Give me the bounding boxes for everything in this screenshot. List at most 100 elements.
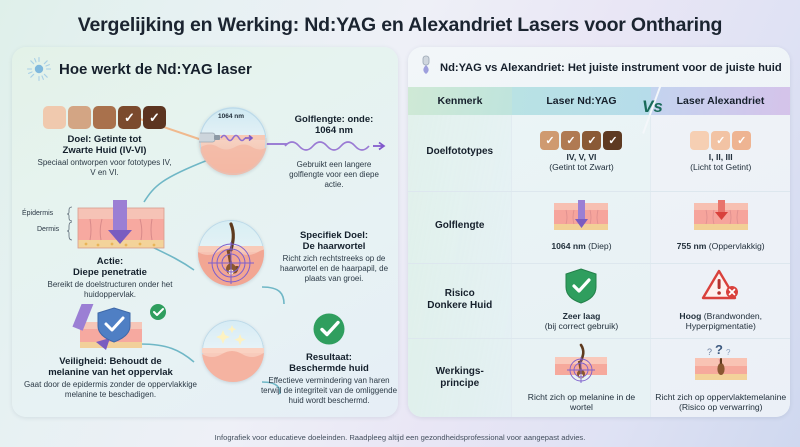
row-label-werkingsprincipe: Werkings- principe — [407, 338, 513, 417]
main-content: Hoe werkt de Nd:YAG laser ✓ — [0, 37, 800, 417]
table-row-werkingsprincipe: Werkings- principe — [407, 338, 790, 417]
node-resultaat-title-line2: Beschermde huid — [289, 363, 369, 375]
cell-ndyag-doelfototypes: ✓✓✓✓ IV, V, VI (Getint tot Zwart) — [511, 115, 652, 192]
node-doel-title-line1: Doel: Getinte tot — [67, 134, 142, 145]
green-check-circle-icon — [313, 313, 345, 345]
cell-alex-risico: Hoog (Brandwonden, Hyperpigmentatie) — [650, 263, 790, 339]
swatch-1 — [43, 106, 66, 129]
right-panel-header: Nd:YAG vs Alexandriet: Het juiste instru… — [408, 47, 790, 87]
node-golflengte: Golflengte: onde: 1064 nm Gebruikt een l… — [270, 114, 398, 190]
node-veiligheid-desc: Gaat door de epidermis zonder de oppervl… — [24, 380, 197, 400]
left-panel-title: Hoe werkt de Nd:YAG laser — [59, 60, 252, 78]
comparison-table: Kenmerk Laser Nd:YAG Laser Alexandriet D… — [407, 87, 790, 417]
node-actie-title-line2: Diepe penetratie — [73, 267, 147, 279]
mini-swatch-v: ✓ — [561, 130, 581, 150]
node-actie-title-line1: Actie: — [96, 256, 124, 267]
alex-risico-value: Hoog — [679, 310, 702, 321]
mini-swatch-iii: ✓ — [732, 130, 752, 150]
node-resultaat-title-line1: Resultaat: — [306, 352, 352, 363]
node-doel-desc: Speciaal ontworpen voor fototypes IV, V … — [37, 158, 172, 178]
phototype-swatches: ✓ ✓ — [22, 106, 187, 129]
row-label-werkingsprincipe-line2: principe — [440, 377, 480, 389]
table-row-risico: Risico Donkere Huid Zeer laag (bij corre… — [407, 263, 790, 339]
cell-alex-werkingsprincipe: ? ? ? Richt zich op oppervlaktemelani — [650, 338, 790, 417]
alex-doelfototypes-sub: (Licht tot Getint) — [690, 162, 752, 173]
column-header-kenmerk: Kenmerk — [407, 87, 512, 115]
alex-golflengte-sub: (Oppervlakkig) — [708, 241, 765, 252]
node-veiligheid-title-line2: melanine van het oppervlak — [48, 367, 173, 379]
mini-swatch-iv: ✓ — [540, 130, 560, 150]
process-diagram: ✓ ✓ Doel: Getinte tot Zwarte Huid (IV-VI… — [12, 82, 398, 412]
ndyag-risico-value: Zeer laag — [562, 310, 601, 321]
hair-follicle-illustration — [198, 220, 264, 286]
mini-swatch-ii: ✓ — [711, 130, 731, 150]
node-doel: ✓ ✓ Doel: Getinte tot Zwarte Huid (IV-VI… — [22, 106, 187, 178]
alex-golflengte-value: 755 nm — [676, 241, 707, 252]
node-actie-desc: Bereikt de doelstructuren onder het huid… — [47, 280, 173, 300]
footer-disclaimer: Infografiek voor educatieve doeleinden. … — [214, 433, 586, 442]
node-resultaat: Resultaat: Beschermde huid Effectieve ve… — [256, 312, 398, 406]
skin-penetration-diagram: Épidermis Dermis — [22, 182, 165, 249]
green-shield-check-icon — [565, 267, 597, 304]
skin-shield-diagram — [72, 295, 166, 350]
row-label-werkingsprincipe-line1: Werkings- — [435, 365, 484, 377]
table-header-row: Kenmerk Laser Nd:YAG Laser Alexandriet — [407, 87, 790, 115]
node-specifiek-doel-title-line2: De haarwortel — [302, 241, 366, 253]
cell-alex-doelfototypes: ✓✓ I, II, III (Licht tot Getint) — [650, 115, 790, 192]
left-panel-header: Hoe werkt de Nd:YAG laser — [12, 47, 398, 82]
sun-burst-icon — [26, 56, 52, 82]
row-label-risico: Risico Donkere Huid — [407, 263, 513, 339]
page-title: Vergelijking en Werking: Nd:YAG en Alexa… — [77, 14, 723, 36]
red-warning-triangle-icon — [701, 269, 738, 299]
node-doel-title-line2: Zwarte Huid (IV-VI) — [62, 145, 147, 157]
ndyag-werkingsprincipe-sub: Richt zich op melanine in de wortel — [527, 391, 636, 413]
mini-swatch-vii: ✓ — [603, 130, 623, 150]
cell-ndyag-golflengte: 1064 nm (Diep) — [511, 191, 652, 264]
svg-text:?: ? — [726, 348, 731, 357]
ndyag-doelfototypes-value: IV, V, VI — [566, 151, 597, 162]
node-specifiek-doel: Specifiek Doel: De haarwortel Richt zich… — [268, 230, 398, 284]
node-golflengte-title-line2: 1064 nm — [314, 125, 354, 137]
svg-text:?: ? — [707, 347, 712, 357]
cell-ndyag-werkingsprincipe: Richt zich op melanine in de wortel — [511, 338, 652, 417]
alex-doelfototypes-value: I, II, III — [708, 151, 733, 162]
mini-swatch-i — [690, 130, 710, 150]
swatch-2 — [68, 106, 91, 129]
column-header-ndyag: Laser Nd:YAG — [511, 87, 651, 115]
hair-follicle-target-icon — [555, 343, 608, 383]
cell-alex-golflengte: 755 nm (Oppervlakkig) — [650, 191, 790, 264]
skin-swatches-dark-icon: ✓✓✓✓ — [515, 130, 647, 150]
wavelength-wave-icon — [284, 141, 386, 152]
ndyag-risico-sub: (bij correct gebruik) — [544, 321, 619, 332]
swatch-5-checked: ✓ — [143, 106, 166, 129]
skin-shallow-arrow-red-icon — [693, 200, 748, 231]
svg-text:?: ? — [715, 343, 723, 357]
row-label-risico-line1: Risico — [444, 287, 475, 299]
column-header-alexandriet: Laser Alexandriet — [650, 87, 790, 115]
node-veiligheid-title-line1: Veiligheid: Behoudt de — [59, 356, 162, 367]
right-panel-title: Nd:YAG vs Alexandriet: Het juiste instru… — [439, 61, 782, 74]
ndyag-golflengte-sub: (Diep) — [588, 241, 612, 252]
alex-werkingsprincipe-sub: Richt zich op oppervlaktemelanine (Risic… — [655, 391, 787, 413]
mini-swatch-vi: ✓ — [582, 130, 602, 150]
ndyag-doelfototypes-sub: (Getint tot Zwart) — [549, 162, 614, 173]
node-golflengte-title-line1: Golflengte: onde: — [294, 114, 374, 125]
node-resultaat-desc: Effectieve vermindering van haren terwij… — [260, 376, 398, 405]
table-row-golflengte: Golflengte 1064 nm — [407, 191, 790, 264]
left-panel-how-it-works: Hoe werkt de Nd:YAG laser ✓ — [12, 47, 398, 417]
row-label-doelfototypes: Doelfototypes — [407, 115, 513, 192]
skin-deep-arrow-purple-icon — [554, 200, 609, 231]
swatch-3 — [93, 106, 116, 129]
surface-melanin-question-icon: ? ? ? — [694, 342, 747, 380]
vs-badge: Vs — [641, 97, 663, 116]
table-row-doelfototypes: Doelfototypes ✓✓✓✓ IV, V, VI (Getint tot… — [407, 115, 790, 192]
node-specifiek-doel-desc: Richt zich rechtstreeks op de haarwortel… — [279, 254, 389, 283]
right-panel-comparison: Nd:YAG vs Alexandriet: Het juiste instru… — [407, 47, 790, 417]
protected-skin-illustration — [202, 320, 264, 382]
svg-text:Épidermis: Épidermis — [22, 208, 54, 217]
cell-ndyag-risico: Zeer laag (bij correct gebruik) — [511, 263, 652, 339]
svg-text:Dermis: Dermis — [37, 226, 60, 233]
alex-risico-sub: (Brandwonden, Hyperpigmentatie) — [685, 310, 763, 332]
node-actie: Épidermis Dermis Actie: Diepe penetratie… — [20, 182, 200, 300]
skin-swatches-light-icon: ✓✓ — [654, 130, 787, 150]
